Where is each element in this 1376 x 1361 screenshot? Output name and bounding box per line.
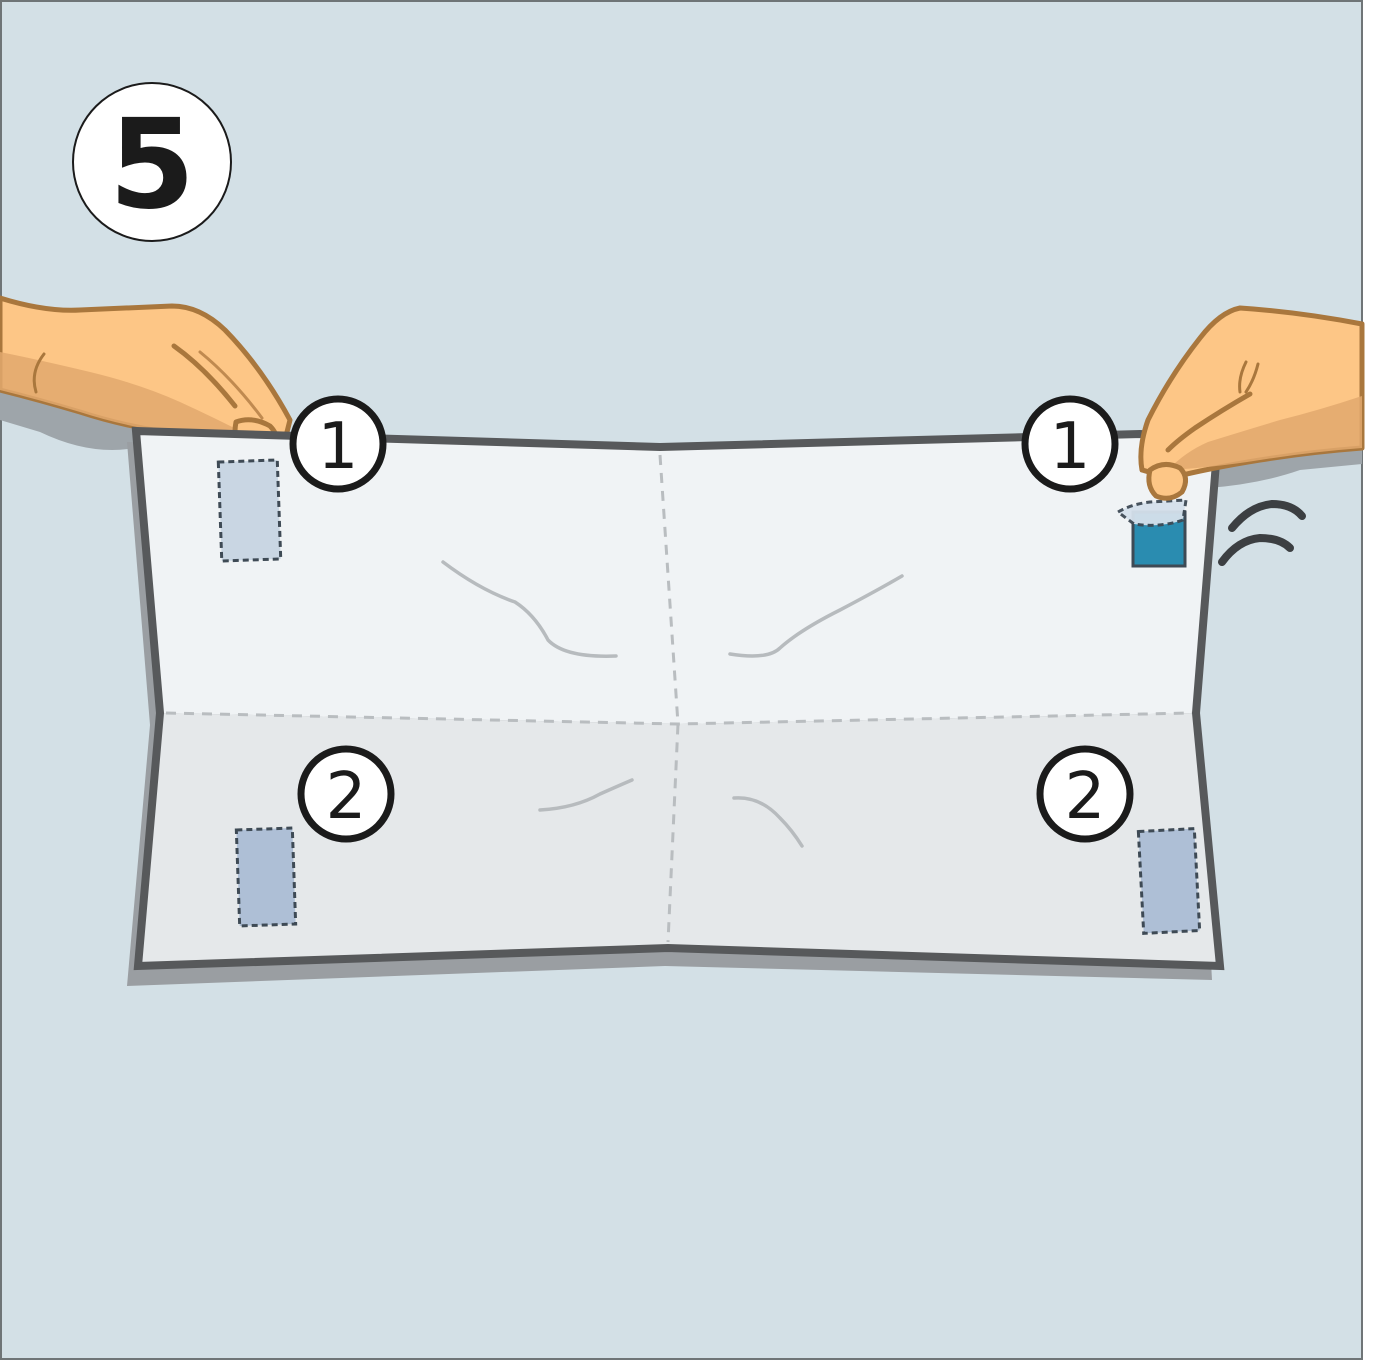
right-hand-finger-line xyxy=(1165,391,1253,453)
step-badge-circle xyxy=(72,82,232,242)
peeled-liner xyxy=(1115,498,1188,527)
right-hand-thumb-crease xyxy=(1238,360,1260,394)
marker-top-left: 1 xyxy=(289,395,387,493)
marker-label: 1 xyxy=(1050,410,1091,484)
marker-bottom-left: 2 xyxy=(297,745,395,843)
adhesive-tab-bottom-right xyxy=(1136,827,1202,935)
motion-arc-inner xyxy=(1218,533,1294,566)
marker-circle xyxy=(1036,745,1134,843)
left-hand-shade xyxy=(0,352,250,438)
crease-top-right xyxy=(728,574,904,658)
adhesive-tab-top-left xyxy=(216,458,283,563)
marker-top-right: 1 xyxy=(1021,395,1119,493)
sheet-top-half xyxy=(136,431,1218,724)
marker-circle xyxy=(289,395,387,493)
crease-top-left xyxy=(441,560,618,658)
horizontal-fold-line xyxy=(165,711,1193,726)
step-badge: 5 xyxy=(72,82,232,242)
crease-bottom-right xyxy=(732,796,804,848)
sheet-outline xyxy=(131,426,1225,971)
marker-circle xyxy=(1021,395,1119,493)
sheet-bottom-half xyxy=(138,713,1220,966)
right-hand-shade xyxy=(1168,396,1362,470)
right-hand-icon xyxy=(1138,305,1365,501)
left-hand-finger-line xyxy=(171,343,238,409)
left-hand-finger-line-2 xyxy=(198,350,264,420)
folded-sheet xyxy=(127,426,1225,986)
adhesive-tab-bottom-left xyxy=(234,826,298,928)
motion-arcs-icon xyxy=(1218,499,1306,566)
right-hand-thumb xyxy=(1146,462,1188,501)
left-hand-knuckle xyxy=(32,352,46,394)
marker-bottom-right: 2 xyxy=(1036,745,1134,843)
vertical-fold-line xyxy=(658,454,680,943)
marker-label: 2 xyxy=(326,760,367,834)
left-hand-shadow xyxy=(0,392,135,450)
marker-circle xyxy=(297,745,395,843)
marker-label: 1 xyxy=(318,410,359,484)
step-number: 5 xyxy=(109,93,195,237)
crease-bottom-left xyxy=(538,778,634,812)
motion-arc-outer xyxy=(1228,499,1306,532)
marker-label: 2 xyxy=(1065,760,1106,834)
